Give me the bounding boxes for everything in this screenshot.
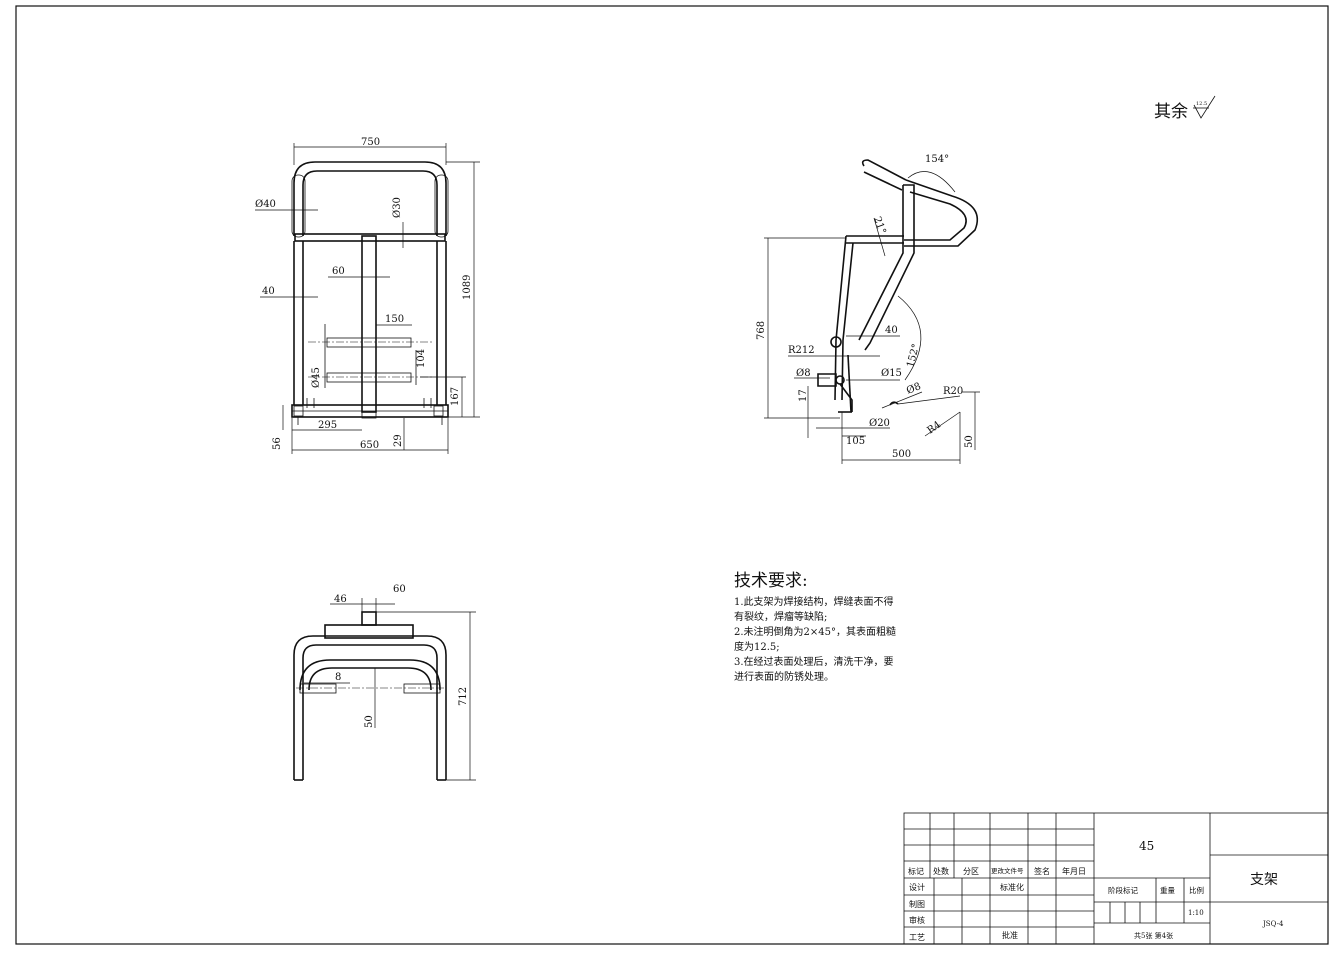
dim-768: 768 <box>756 321 767 340</box>
dim-750: 750 <box>361 137 380 148</box>
tb-ratio: 比例 <box>1189 885 1204 895</box>
tb-count: 处数 <box>933 866 949 876</box>
title-block: 45 支架 JSQ-4 1:10 共5张 第4张 阶段标记 重量 比例 标记 处… <box>903 812 1329 945</box>
dim-500: 500 <box>892 449 911 460</box>
dim-29: 29 <box>393 434 404 447</box>
roughness-symbol-icon <box>1193 95 1216 119</box>
tech-line: 3.在经过表面处理后，清洗干净，要 <box>734 657 894 668</box>
dim-104: 104 <box>416 349 427 368</box>
dim-60-top: 60 <box>393 584 406 595</box>
tb-approve: 批准 <box>1002 930 1018 940</box>
technical-requirements: 技术要求: 1.此支架为焊接结构，焊缝表面不得 有裂纹，焊瘤等缺陷; 2.未注明… <box>734 566 934 685</box>
dim-650: 650 <box>360 440 379 451</box>
tb-check: 审核 <box>909 915 925 925</box>
dim-50-top: 50 <box>364 715 375 728</box>
tb-sign: 签名 <box>1034 866 1050 876</box>
dim-d8-left: Ø8 <box>796 368 811 379</box>
dim-d20: Ø20 <box>869 418 890 429</box>
tb-drawing-no: JSQ-4 <box>1262 920 1284 928</box>
dim-angle-21: 21° <box>871 215 887 235</box>
dim-d30: Ø30 <box>392 197 403 218</box>
tb-stage: 阶段标记 <box>1108 885 1138 895</box>
dim-d45: Ø45 <box>311 367 322 388</box>
dim-r20: R20 <box>943 386 963 397</box>
dim-60-front: 60 <box>332 266 345 277</box>
tb-part-name: 支架 <box>1250 872 1278 888</box>
tb-weight: 重量 <box>1160 886 1176 895</box>
dim-40-front: 40 <box>262 286 275 297</box>
dim-167: 167 <box>450 387 461 406</box>
dim-1089: 1089 <box>462 275 473 300</box>
dim-8: 8 <box>335 672 341 683</box>
dim-56: 56 <box>272 437 283 450</box>
tb-material: 45 <box>1139 839 1154 853</box>
sheet-border <box>15 5 1329 945</box>
roughness-value: 12.5 <box>1196 101 1207 107</box>
tb-zone: 分区 <box>963 867 979 876</box>
surface-roughness-note: 其余 12.5 <box>1154 95 1216 122</box>
tb-process: 工艺 <box>909 933 925 942</box>
front-view: 750 1089 Ø40 Ø30 60 40 150 Ø45 104 167 2… <box>255 137 480 454</box>
dim-d15: Ø15 <box>881 368 902 379</box>
top-view: 46 60 8 50 712 <box>293 584 476 781</box>
tech-line: 有裂纹，焊瘤等缺陷; <box>734 612 828 623</box>
tb-sheet-count: 共5张 第4张 <box>1134 931 1173 940</box>
dim-angle-154: 154° <box>925 154 949 165</box>
tech-line: 进行表面的防锈处理。 <box>734 672 834 683</box>
dim-d8-right: Ø8 <box>905 381 923 397</box>
dim-d40: Ø40 <box>255 199 276 210</box>
side-view: 154° 21° 768 152° 40 R212 Ø8 Ø15 Ø8 R20 … <box>756 154 980 464</box>
tb-date: 年月日 <box>1062 866 1086 876</box>
tb-draw: 制图 <box>909 899 925 909</box>
dim-105: 105 <box>846 436 865 447</box>
dim-40-side: 40 <box>885 325 898 336</box>
tech-line: 2.未注明倒角为2×45°，其表面粗糙 <box>734 627 897 638</box>
tb-standard: 标准化 <box>1000 882 1024 892</box>
tb-scale: 1:10 <box>1188 909 1204 917</box>
tb-change-no: 更改文件号 <box>991 866 1024 875</box>
tech-title: 技术要求: <box>734 571 808 591</box>
tb-mark: 标记 <box>908 866 924 876</box>
dim-angle-152: 152° <box>905 343 922 369</box>
tb-design: 设计 <box>909 882 925 892</box>
dim-17: 17 <box>798 389 809 402</box>
dim-r212: R212 <box>788 345 815 356</box>
surface-note-label: 其余 <box>1154 102 1188 122</box>
dim-150: 150 <box>385 314 404 325</box>
dim-50-side: 50 <box>964 435 975 448</box>
dim-295: 295 <box>318 420 337 431</box>
tech-line: 度为12.5; <box>734 642 780 653</box>
dim-46: 46 <box>334 594 347 605</box>
dim-712: 712 <box>458 687 469 706</box>
tech-line: 1.此支架为焊接结构，焊缝表面不得 <box>734 597 894 608</box>
